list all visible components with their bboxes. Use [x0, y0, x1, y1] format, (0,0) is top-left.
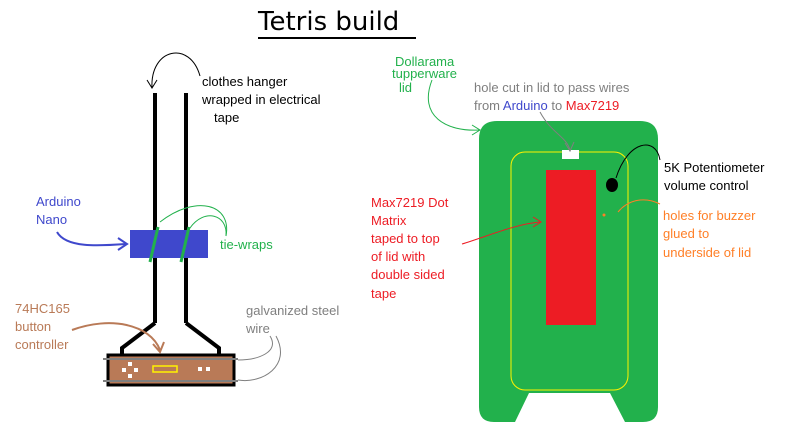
max7219-matrix [546, 170, 596, 325]
label-74hc165-controller: 74HC165 button controller [15, 301, 74, 352]
arrow-hanger [151, 52, 201, 89]
arrow-matrix [461, 221, 541, 245]
arrow-arduino [56, 231, 127, 247]
potentiometer-knob [606, 178, 618, 192]
button-controller-board [103, 353, 238, 387]
label-hole-cut-line2: from Arduino to Max7219 [474, 98, 619, 113]
label-hole-cut-line1: hole cut in lid to pass wires [474, 80, 630, 95]
tie-wrap-left [148, 226, 160, 263]
label-max7219-matrix: Max7219 Dot Matrix taped to top of lid w… [371, 195, 452, 301]
arrow-wire-bottom [237, 335, 281, 382]
arduino-nano-board [130, 230, 208, 258]
arrow-hole [539, 111, 571, 151]
arrow-controller [71, 322, 161, 351]
label-potentiometer: 5K Potentiometer volume control [664, 160, 768, 193]
arrow-potentiometer [615, 144, 661, 179]
label-buzzer-holes: holes for buzzer glued to underside of l… [663, 208, 759, 260]
tie-wrap-right [179, 226, 191, 263]
arrow-tie-wrap-right [189, 215, 227, 237]
label-galvanized-wire: galvanized steel wire [245, 303, 343, 336]
label-arduino-nano: Arduino Nano [36, 194, 84, 227]
hanger-stand [120, 93, 221, 358]
arrow-buzzer [617, 199, 661, 213]
page-title: Tetris build [257, 7, 399, 37]
arrow-dollarama [427, 79, 481, 131]
buzzer-hole-dot [602, 213, 606, 217]
wire-hole [562, 150, 579, 159]
label-dollarama-lid: Dollarama tupperware lid [392, 54, 461, 95]
arrow-tie-wrap-left [159, 205, 228, 237]
arrow-wire-top [237, 335, 273, 361]
label-tie-wraps: tie-wraps [220, 237, 273, 252]
label-clothes-hanger: clothes hanger wrapped in electrical tap… [201, 74, 324, 125]
